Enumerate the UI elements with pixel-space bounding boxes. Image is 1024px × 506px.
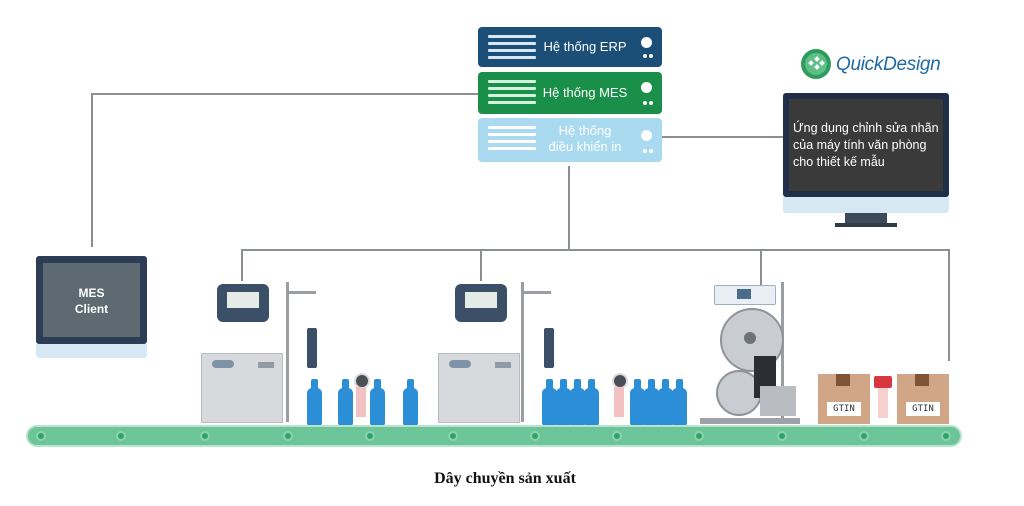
- printer-controller-1: [217, 284, 269, 322]
- quickdesign-logo: QuickDesign: [800, 48, 950, 80]
- mes-server: Hệ thống MES: [478, 72, 662, 114]
- conveyor-roller: [283, 431, 293, 441]
- bottle: [644, 379, 659, 426]
- conveyor-roller: [859, 431, 869, 441]
- connector-mes-client-horizontal: [91, 93, 478, 95]
- status-dots-icon: [641, 46, 653, 61]
- conveyor-roller: [694, 431, 704, 441]
- printer-cabinet-2: [438, 353, 520, 423]
- status-dots-icon: [641, 141, 653, 156]
- conveyor-roller: [530, 431, 540, 441]
- connector-quickdesign: [662, 136, 785, 138]
- connector-drop-4: [948, 249, 950, 361]
- bottle: [556, 379, 571, 426]
- bottle: [630, 379, 645, 426]
- conveyor-roller: [365, 431, 375, 441]
- conveyor-roller: [200, 431, 210, 441]
- bottle: [658, 379, 673, 426]
- conveyor-roller: [612, 431, 622, 441]
- status-dots-icon: [641, 93, 653, 108]
- labeler-controller: [714, 285, 776, 305]
- printer-controller-2: [455, 284, 507, 322]
- mes-server-label: Hệ thống MES: [542, 85, 628, 100]
- quickdesign-logo-text: QuickDesign: [836, 54, 941, 75]
- connector-drop-3: [760, 249, 762, 285]
- erp-server-label: Hệ thống ERP: [543, 39, 627, 54]
- quickdesign-monitor: Ứng dụng chỉnh sửa nhãn của máy tính văn…: [783, 93, 949, 228]
- print-head-2: [544, 328, 554, 368]
- production-line-caption: Dây chuyền sản xuất: [434, 470, 576, 487]
- conveyor-belt: [26, 425, 962, 447]
- mes-client-monitor: MES Client: [36, 256, 147, 360]
- conveyor-roller: [448, 431, 458, 441]
- conveyor-roller: [941, 431, 951, 441]
- print-head-1: [307, 328, 317, 368]
- bottle: [570, 379, 585, 426]
- bottle: [542, 379, 557, 426]
- conveyor-roller: [777, 431, 787, 441]
- status-led-icon: [641, 37, 652, 48]
- server-bars-icon: [488, 80, 536, 108]
- connector-line-bus: [241, 249, 950, 251]
- bottle: [338, 379, 353, 426]
- bottle: [584, 379, 599, 426]
- connector-mes-client-vertical: [91, 93, 93, 247]
- conveyor-roller: [36, 431, 46, 441]
- printer-cabinet-1: [201, 353, 283, 423]
- connector-drop-2: [480, 249, 482, 281]
- quickdesign-screen-text: Ứng dụng chỉnh sửa nhãn của máy tính văn…: [793, 121, 939, 169]
- barcode-scanner-icon: [874, 376, 892, 388]
- gtin-label: GTIN: [906, 402, 940, 416]
- mes-client-line2: Client: [74, 302, 109, 316]
- bottle: [307, 379, 322, 426]
- erp-server: Hệ thống ERP: [478, 27, 662, 67]
- carton-box: GTIN: [818, 374, 870, 424]
- mes-client-line1: MES: [78, 286, 105, 300]
- server-bars-icon: [488, 126, 536, 154]
- carton-box: GTIN: [897, 374, 949, 424]
- print-control-label-line1: Hệ thống: [558, 123, 612, 138]
- status-led-icon: [641, 130, 652, 141]
- connector-drop-1: [241, 249, 243, 281]
- conveyor-roller: [116, 431, 126, 441]
- connector-print-down: [568, 166, 570, 250]
- status-led-icon: [641, 82, 652, 93]
- server-bars-icon: [488, 35, 536, 63]
- gtin-label: GTIN: [827, 402, 861, 416]
- print-control-server: Hệ thống điều khiển in: [478, 118, 662, 162]
- bottle: [370, 379, 385, 426]
- bottle: [403, 379, 418, 426]
- bottle: [672, 379, 687, 426]
- print-control-label-line2: điều khiển in: [548, 139, 622, 154]
- quickdesign-logo-icon: [801, 49, 831, 79]
